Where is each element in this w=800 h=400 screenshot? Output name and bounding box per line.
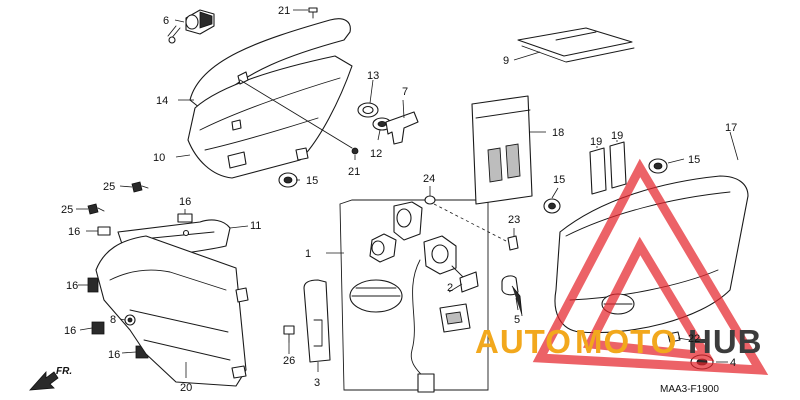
callout-16-e: 16 xyxy=(108,349,120,361)
callout-24: 24 xyxy=(423,173,435,185)
lock-set-frame xyxy=(339,199,489,391)
clip-16-a xyxy=(177,213,193,223)
key-cylinder-part xyxy=(167,9,215,44)
side-cover-part xyxy=(187,18,353,179)
inner-fairing-part xyxy=(95,235,249,387)
callout-21-top: 21 xyxy=(278,5,290,17)
callout-8: 8 xyxy=(110,314,116,326)
document-pouch-part xyxy=(471,95,533,205)
screw-22 xyxy=(667,331,681,343)
callout-19-b: 19 xyxy=(611,130,623,142)
washer-24 xyxy=(424,195,509,243)
grommet-15-left xyxy=(278,172,298,188)
callout-numbers: 6 21 14 10 13 7 12 21 15 25 25 16 16 11 … xyxy=(61,5,737,394)
key-blank-part xyxy=(303,279,331,363)
callout-15-right-a: 15 xyxy=(553,174,565,186)
grommet-15-right-a xyxy=(543,198,561,214)
screw-26 xyxy=(283,325,295,343)
clip-16-c xyxy=(87,277,99,293)
callout-25-b: 25 xyxy=(61,204,73,216)
callout-10: 10 xyxy=(153,152,165,164)
watermark-word-moto: MOTO xyxy=(575,323,677,360)
diagram-code: MAA3-F1900 xyxy=(660,384,719,395)
callout-17: 17 xyxy=(725,122,737,134)
callout-14: 14 xyxy=(156,95,168,107)
watermark-word-auto: AUTO xyxy=(475,323,572,360)
bolt-21-top xyxy=(308,7,318,19)
callout-6: 6 xyxy=(163,15,169,27)
callout-23: 23 xyxy=(508,214,520,226)
bolt-25-b xyxy=(87,203,105,215)
callout-13: 13 xyxy=(367,70,379,82)
bolt-23 xyxy=(507,235,519,251)
callout-12: 12 xyxy=(370,148,382,160)
clip-16-d xyxy=(91,321,105,335)
callout-26: 26 xyxy=(283,355,295,367)
bolt-8 xyxy=(124,314,136,326)
key-5 xyxy=(501,275,523,317)
direction-label: FR. xyxy=(56,366,72,377)
callout-19-a: 19 xyxy=(590,136,602,148)
callout-15-left: 15 xyxy=(306,175,318,187)
label-19-pair xyxy=(589,141,627,195)
callout-2: 2 xyxy=(447,282,453,294)
callout-18: 18 xyxy=(552,127,564,139)
callout-20: 20 xyxy=(180,382,192,394)
grommet-15-right-b xyxy=(648,158,668,174)
callout-1: 1 xyxy=(305,248,311,260)
callout-4: 4 xyxy=(730,357,736,369)
callout-11: 11 xyxy=(250,220,261,232)
callout-3: 3 xyxy=(314,377,320,389)
callout-22: 22 xyxy=(688,333,700,345)
bolt-25-a xyxy=(131,181,149,193)
callout-16-b: 16 xyxy=(68,226,80,238)
manual-booklet-part xyxy=(517,27,635,63)
callout-16-d: 16 xyxy=(64,325,76,337)
callout-9: 9 xyxy=(503,55,509,67)
watermark-word-hub: HUB xyxy=(688,323,763,360)
clip-16-b xyxy=(97,226,111,236)
callout-16-a: 16 xyxy=(179,196,191,208)
callout-21-lower: 21 xyxy=(348,166,360,178)
callout-7: 7 xyxy=(402,86,408,98)
callout-5: 5 xyxy=(514,314,520,326)
callout-15-right-b: 15 xyxy=(688,154,700,166)
bolt-21-lower xyxy=(239,79,359,155)
grommet-bracket-part xyxy=(357,102,419,145)
callout-25-a: 25 xyxy=(103,181,115,193)
lock-set-contents xyxy=(349,201,479,393)
watermark: AUTO MOTO HUB xyxy=(475,158,769,375)
callout-16-c: 16 xyxy=(66,280,78,292)
leader-lines xyxy=(76,9,739,378)
front-direction-arrow: FR. xyxy=(29,366,72,391)
